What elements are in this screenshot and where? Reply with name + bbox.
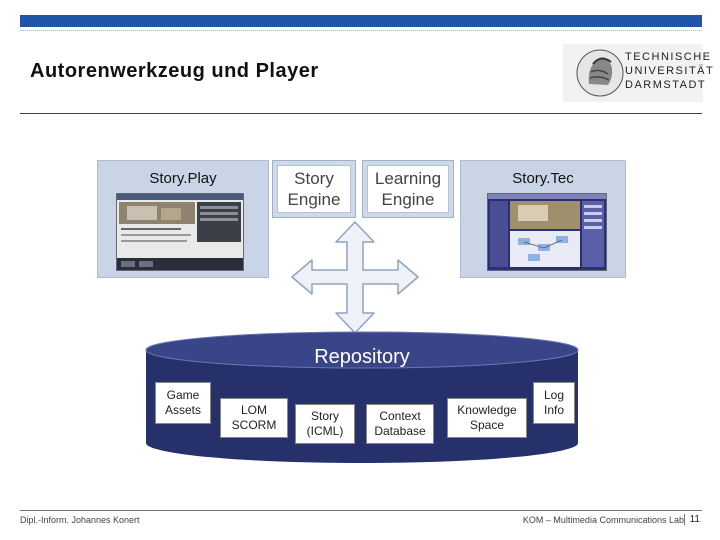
story-engine-label: Story Engine [277, 165, 351, 213]
tu-darmstadt-logo: TECHNISCHE UNIVERSITÄT DARMSTADT [563, 44, 713, 102]
story-play-screenshot [116, 193, 244, 271]
story-play-label: Story.Play [149, 170, 217, 187]
athena-seal-icon [576, 49, 624, 97]
top-accent-bar [20, 15, 702, 27]
logo-line-3: DARMSTADT [625, 79, 707, 91]
title-divider [20, 113, 702, 114]
learning-engine-label: Learning Engine [367, 165, 449, 213]
page-number: 11 [683, 514, 700, 525]
story-tec-label: Story.Tec [512, 170, 574, 187]
footer-lab: KOM – Multimedia Communications Lab [522, 515, 684, 525]
logo-wordmark: TECHNISCHE UNIVERSITÄT DARMSTADT [625, 50, 714, 92]
repo-item-story-icml: Story (ICML) [295, 404, 355, 444]
footer-author: Dipl.-Inform. Johannes Konert [20, 515, 140, 525]
logo-line-1: TECHNISCHE [625, 51, 712, 63]
footer-divider [20, 510, 702, 511]
four-way-arrow-icon [291, 221, 419, 334]
story-tec-screenshot [487, 193, 607, 271]
repo-item-knowledge-space: Knowledge Space [447, 398, 527, 438]
repo-item-log-info: Log Info [533, 382, 575, 424]
story-engine-box: Story Engine [272, 160, 356, 218]
story-play-panel: Story.Play [97, 160, 269, 278]
learning-engine-box: Learning Engine [362, 160, 454, 218]
repo-item-lom-scorm: LOM SCORM [220, 398, 288, 438]
top-dotted-rule [20, 30, 702, 31]
slide-title: Autorenwerkzeug und Player [30, 60, 319, 82]
repository-cylinder: Repository Game Assets LOM SCORM Story (… [144, 330, 580, 465]
story-tec-panel: Story.Tec [460, 160, 626, 278]
repo-item-game-assets: Game Assets [155, 382, 211, 424]
repository-label: Repository [314, 346, 410, 368]
logo-line-2: UNIVERSITÄT [625, 65, 715, 77]
repo-item-context-database: Context Database [366, 404, 434, 444]
